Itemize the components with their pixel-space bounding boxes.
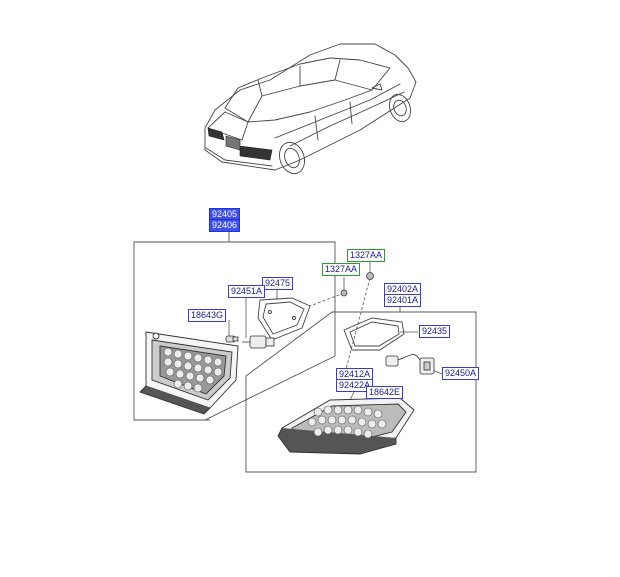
gasket-92435 <box>343 317 405 351</box>
car-illustration <box>204 43 417 175</box>
socket-92450a <box>385 354 435 375</box>
gasket-92475 <box>257 297 311 341</box>
part-label-18642e[interactable]: 18642E <box>366 386 404 399</box>
part-label-1327aa-top[interactable]: 1327AA <box>347 249 386 262</box>
part-label-92422a[interactable]: 92422A <box>336 379 374 392</box>
inner-lamp-assembly <box>139 331 239 415</box>
part-label-1327aa[interactable]: 1327AA <box>322 263 361 276</box>
nut-1327aa-top <box>366 272 374 280</box>
bulb-18643g <box>225 335 239 343</box>
part-label-92450a[interactable]: 92450A <box>442 367 480 380</box>
outer-lamp-assembly <box>277 397 415 455</box>
socket-92451a <box>242 335 275 349</box>
part-label-92406[interactable]: 92406 <box>209 219 241 232</box>
part-label-18643g[interactable]: 18643G <box>188 309 227 322</box>
part-label-92451a[interactable]: 92451A <box>228 285 266 298</box>
nut-1327aa <box>340 289 348 297</box>
car-tail-lamps <box>207 127 273 161</box>
part-label-92435[interactable]: 92435 <box>419 325 451 338</box>
right-group-frame <box>245 304 477 473</box>
leader-lines <box>228 262 443 402</box>
part-label-92475[interactable]: 92475 <box>262 277 294 290</box>
part-label-92401a[interactable]: 92401A <box>384 294 422 307</box>
left-group-frame <box>133 230 336 421</box>
